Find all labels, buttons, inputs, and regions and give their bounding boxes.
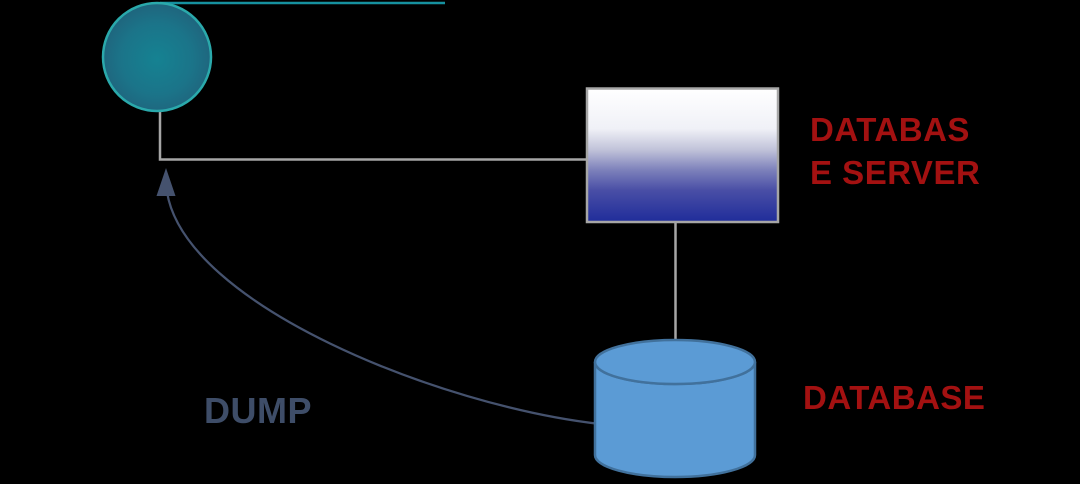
database-label: DATABASE — [803, 379, 986, 416]
database-server-label-line1: DATABAS — [810, 111, 970, 148]
database-cylinder — [593, 338, 757, 479]
circle-to-server-connector — [158, 110, 587, 161]
database-server-box — [585, 87, 780, 224]
database-cylinder-top — [593, 338, 757, 386]
database-server-label: DATABAS E SERVER — [810, 108, 980, 194]
arrowhead-up-icon — [156, 168, 176, 196]
sphere-node — [101, 1, 213, 113]
dump-curve — [165, 191, 601, 426]
dump-label: DUMP — [204, 390, 312, 431]
database-server-label-line2: E SERVER — [810, 154, 981, 191]
